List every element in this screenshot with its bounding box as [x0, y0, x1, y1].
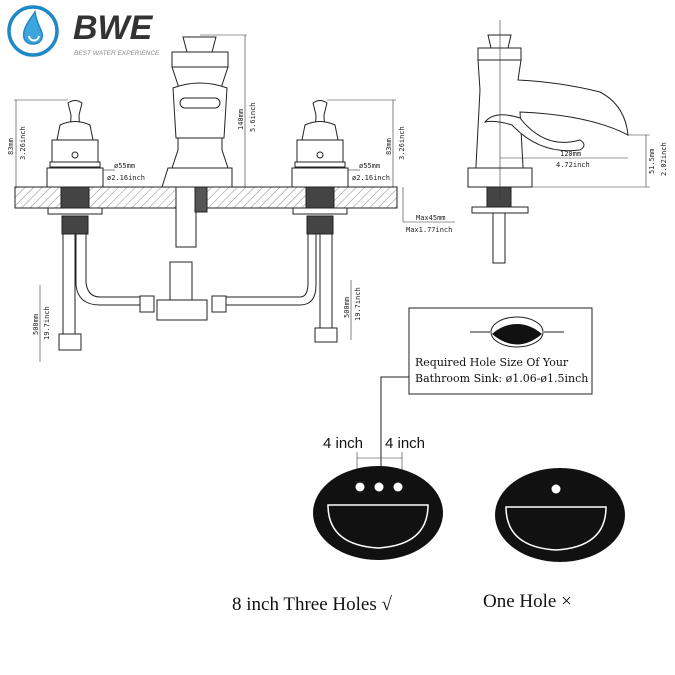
left-handle-height-in: 3.26inch: [19, 126, 27, 160]
right-base-diameter-in: ø2.16inch: [352, 174, 390, 182]
side-view-faucet: [467, 20, 650, 264]
spacing-right-label: 4 inch: [385, 435, 425, 452]
left-handle-height-mm: 83mm: [7, 138, 15, 155]
hole-size-note: Required Hole Size Of Your Bathroom Sink…: [380, 307, 593, 470]
spout-reach-mm: 120mm: [560, 150, 581, 158]
right-hose-length-in: 19.7inch: [354, 287, 362, 321]
spacing-left-label: 4 inch: [323, 435, 363, 452]
left-base-diameter-in: ø2.16inch: [107, 174, 145, 182]
hole-spacing: [356, 452, 403, 470]
spout-clearance-in: 2.02inch: [660, 142, 668, 176]
right-handle-height-in: 3.26inch: [398, 126, 406, 160]
left-hose-length-mm: 500mm: [32, 314, 40, 335]
three-holes-caption: 8 inch Three Holes √: [232, 594, 392, 615]
center-spout: [161, 36, 233, 248]
right-base-diameter-mm: ø55mm: [359, 162, 380, 170]
logo-brand: BWE: [73, 9, 154, 47]
water-drop-icon: [7, 5, 59, 57]
front-dimension-lines: [14, 34, 455, 362]
spout-height-in: 5.6inch: [249, 102, 257, 132]
three-hole-sink: [313, 466, 443, 560]
logo-tagline: BEST WATER EXPERIENCE: [74, 50, 160, 57]
bwe-logo: BWE BEST WATER EXPERIENCE: [7, 5, 160, 57]
spout-height-mm: 140mm: [237, 109, 245, 130]
left-hose-length-in: 19.7inch: [43, 306, 51, 340]
right-handle: [291, 100, 349, 235]
deck-max-mm: Max45mm: [416, 214, 446, 222]
hole-note-line1: Required Hole Size Of Your: [415, 356, 569, 369]
deck-max-in: Max1.77inch: [406, 226, 452, 234]
one-hole-sink: [495, 468, 625, 562]
spout-reach-in: 4.72inch: [556, 161, 590, 169]
supply-hoses: [58, 233, 338, 351]
right-handle-height-mm: 83mm: [385, 138, 393, 155]
spout-clearance-mm: 51.5mm: [648, 149, 656, 174]
hole-note-line2: Bathroom Sink: ø1.06-ø1.5inch: [415, 372, 588, 385]
left-handle: [46, 100, 104, 235]
right-hose-length-mm: 500mm: [343, 297, 351, 318]
left-base-diameter-mm: ø55mm: [114, 162, 135, 170]
one-hole-caption: One Hole ×: [483, 591, 572, 612]
